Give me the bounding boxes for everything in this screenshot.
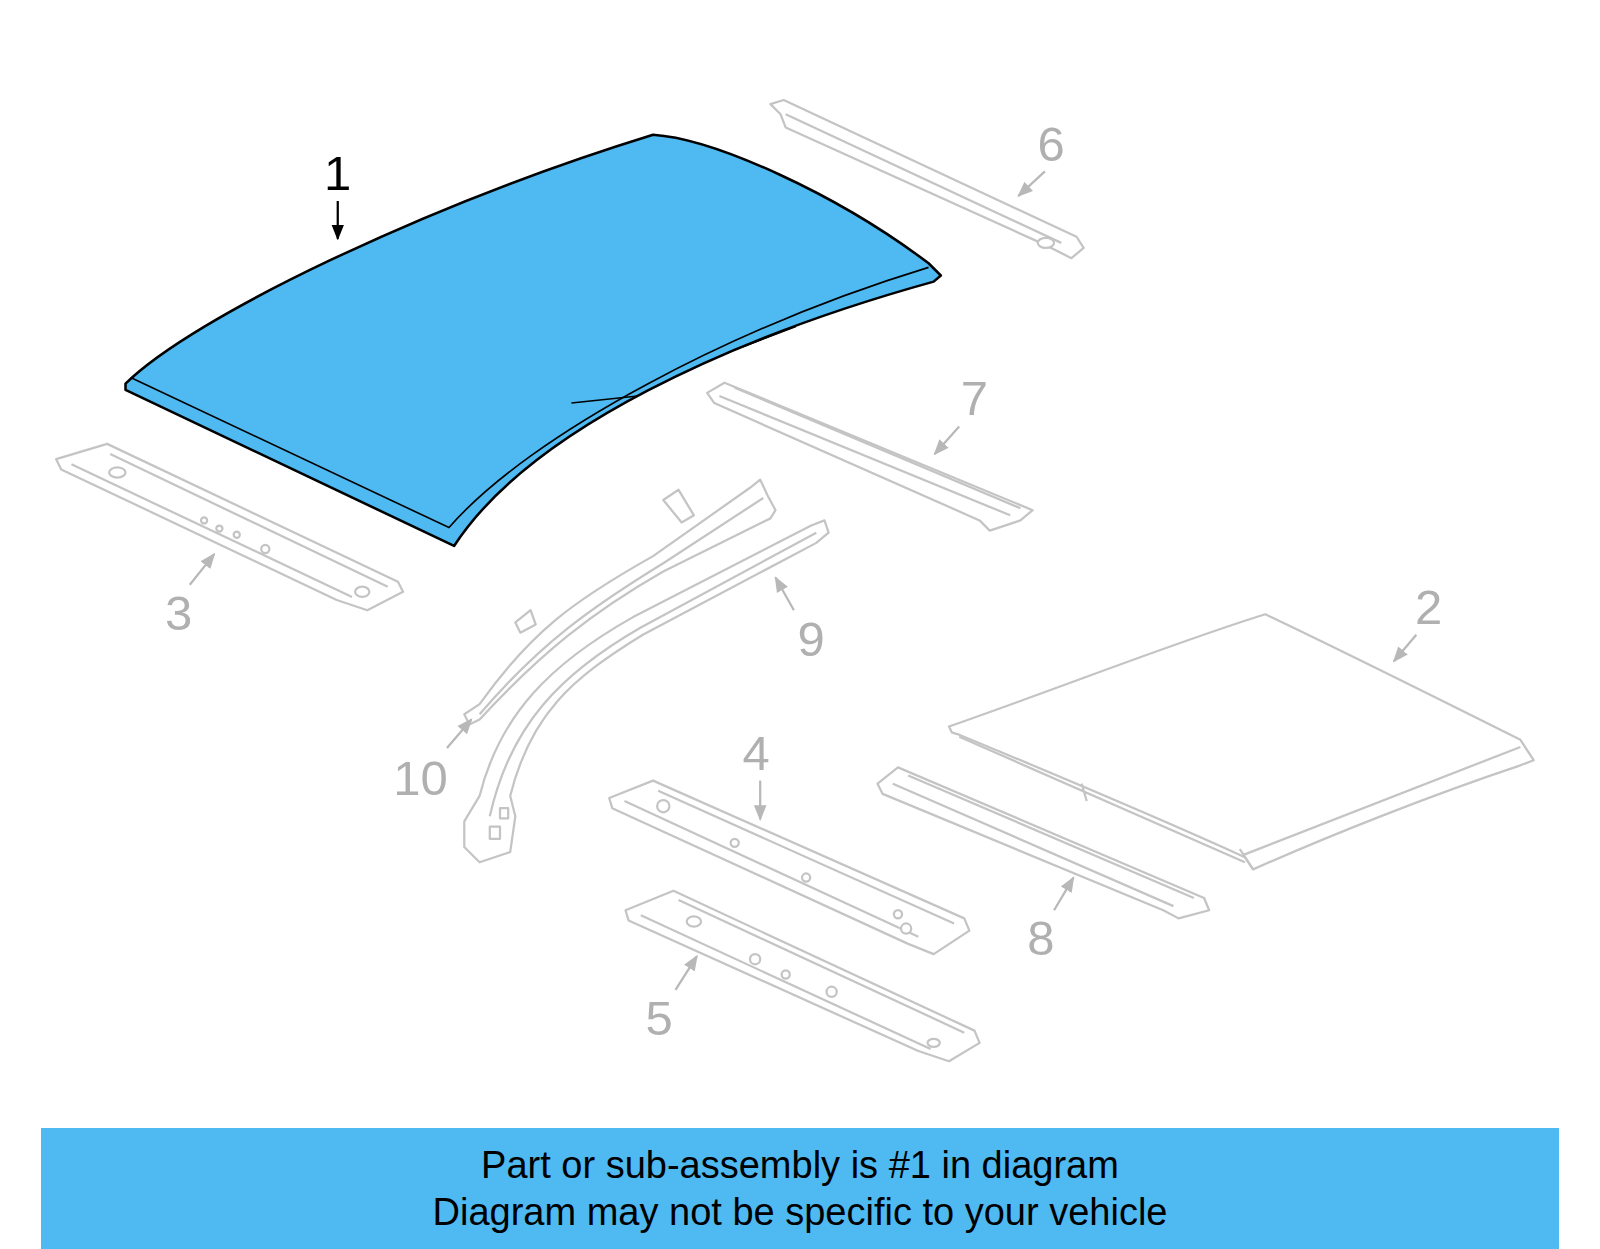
callout-number: 4: [742, 729, 769, 778]
roof-panel-highlighted: [126, 135, 941, 546]
leader-line: [1394, 635, 1416, 662]
note-band: Part or sub-assembly is #1 in diagramDia…: [41, 1128, 1559, 1249]
note-text: Diagram may not be specific to your vehi…: [433, 1189, 1168, 1235]
leader-line: [447, 719, 471, 748]
note-text: Part or sub-assembly is #1 in diagram: [481, 1142, 1119, 1188]
leader-line: [759, 781, 761, 820]
callout-number: 2: [1415, 583, 1442, 632]
rear-reinforcement: [626, 891, 980, 1061]
roof-panel: [949, 614, 1534, 869]
callout-number: 10: [393, 753, 448, 802]
leader-line: [1018, 171, 1045, 195]
callout-number: 3: [165, 589, 192, 638]
leader-line: [676, 956, 697, 990]
leader-line: [1054, 878, 1073, 911]
leader-line: [190, 554, 214, 585]
pillar-outer: [464, 520, 828, 862]
callout-number: 8: [1027, 913, 1054, 962]
callout-number: 6: [1037, 119, 1064, 168]
callout-number: 9: [798, 614, 825, 663]
callout-number: 1: [324, 149, 351, 198]
pillar-inner: [464, 480, 775, 725]
leader-line: [935, 427, 959, 455]
callout-number: 5: [646, 994, 673, 1043]
callout-number: 7: [961, 373, 988, 422]
leader-line: [776, 578, 794, 611]
leader-line: [337, 201, 339, 239]
